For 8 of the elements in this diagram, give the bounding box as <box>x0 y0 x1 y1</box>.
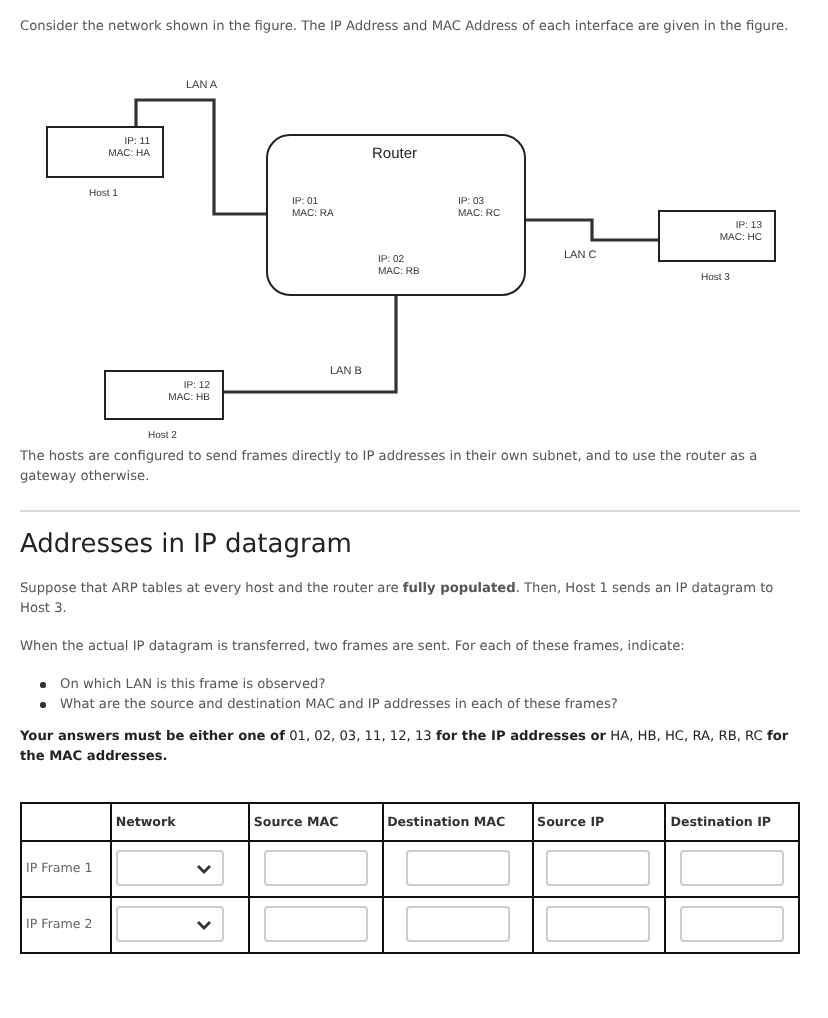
connector-line <box>526 218 658 242</box>
section-heading: Addresses in IP datagram <box>20 530 352 562</box>
connector-line <box>134 98 266 216</box>
host-box <box>46 126 164 178</box>
connector-line <box>224 296 398 394</box>
router-box <box>266 134 526 296</box>
host-box <box>104 370 224 420</box>
host-box <box>658 210 776 262</box>
